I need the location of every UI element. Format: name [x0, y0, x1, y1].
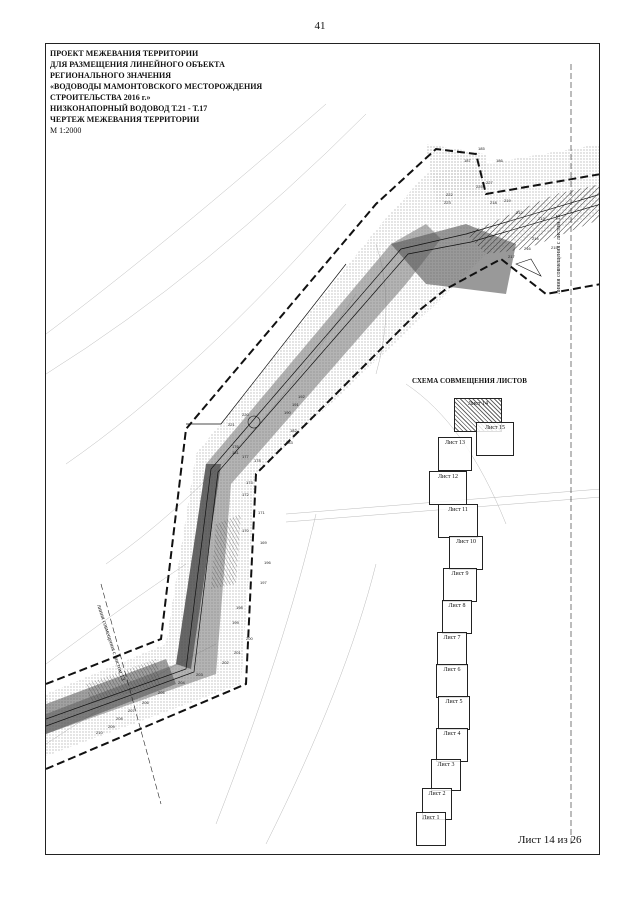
point-label: 227 — [486, 180, 493, 185]
scheme-sheet-10: Лист 10 — [449, 536, 483, 570]
point-label: 187 — [464, 158, 471, 163]
sheet-scheme-title: СХЕМА СОВМЕЩЕНИЯ ЛИСТОВ — [412, 377, 527, 385]
point-label: 198 — [236, 605, 243, 610]
point-label: 203 — [196, 672, 203, 677]
point-label: 190 — [284, 410, 291, 415]
point-label: 215 — [551, 245, 558, 250]
point-label: 177 — [242, 454, 249, 459]
scheme-sheet-4: Лист 4 — [436, 728, 468, 762]
point-label: 202 — [222, 660, 229, 665]
title-line: ЧЕРТЕЖ МЕЖЕВАНИЯ ТЕРРИТОРИИ — [50, 115, 200, 124]
corridor-dotted-area — [46, 144, 599, 756]
point-label: 216 — [524, 246, 531, 251]
point-label: 196 — [264, 560, 271, 565]
point-label: 217 — [508, 254, 515, 259]
point-label: 170 — [242, 528, 249, 533]
match-line-label-right: линия совмещения с листом 15 — [556, 214, 562, 294]
title-line: ДЛЯ РАЗМЕЩЕНИЯ ЛИНЕЙНОГО ОБЪЕКТА — [50, 60, 225, 69]
point-label: 181 — [232, 450, 239, 455]
point-label: 186 — [496, 158, 503, 163]
map-scale: М 1:2000 — [50, 126, 82, 135]
point-label: 197 — [260, 580, 267, 585]
point-label: 210 — [96, 730, 103, 735]
point-label: 221 — [228, 422, 235, 427]
point-label: 207 — [128, 708, 135, 713]
point-label: 204 — [178, 680, 185, 685]
title-line: «ВОДОВОДЫ МАМОНТОВСКОГО МЕСТОРОЖДЕНИЯ — [50, 82, 263, 91]
scheme-sheet-6: Лист 6 — [436, 664, 468, 698]
scheme-sheet-13: Лист 13 — [438, 437, 472, 471]
point-label: 200 — [246, 636, 253, 641]
title-line: ПРОЕКТ МЕЖЕВАНИЯ ТЕРРИТОРИИ — [50, 49, 199, 58]
scheme-sheet-5: Лист 5 — [438, 696, 470, 730]
point-label: 212 — [516, 210, 523, 215]
point-label: 201 — [234, 650, 241, 655]
point-label: 219 — [504, 198, 511, 203]
scheme-sheet-3: Лист 3 — [431, 759, 461, 791]
point-label: 172 — [242, 492, 249, 497]
point-label: 223 — [444, 200, 451, 205]
boundary-dashed — [46, 147, 599, 770]
scheme-sheet-9: Лист 9 — [443, 568, 477, 602]
point-label: 214 — [532, 236, 539, 241]
scheme-sheet-12: Лист 12 — [429, 471, 467, 505]
point-label: 222 — [446, 192, 453, 197]
point-label: 182 — [290, 428, 297, 433]
scheme-sheet-8: Лист 8 — [442, 600, 472, 634]
title-line: РЕГИОНАЛЬНОГО ЗНАЧЕНИЯ — [50, 71, 172, 80]
hatched-parcels — [86, 144, 599, 704]
title-line: НИЗКОНАПОРНЫЙ ВОДОВОД Т.21 - Т.17 — [50, 104, 208, 113]
pipeline-lines — [46, 194, 599, 727]
point-label: 192 — [298, 394, 305, 399]
point-label: 208 — [116, 716, 123, 721]
point-label: 176 — [232, 444, 239, 449]
point-label: 206 — [142, 700, 149, 705]
scheme-sheet-15: Лист 15 — [476, 422, 514, 456]
point-label: 169 — [260, 540, 267, 545]
scheme-sheet-1: Лист 1 — [416, 812, 446, 846]
point-label: 178 — [254, 458, 261, 463]
point-label: 218 — [490, 200, 497, 205]
point-label: 225 — [476, 184, 483, 189]
point-label: 183 — [286, 440, 293, 445]
scheme-sheet-11: Лист 11 — [438, 504, 478, 538]
sheet-number-label: Лист 14 из 26 — [518, 834, 582, 846]
point-label: 213 — [538, 216, 545, 221]
point-label: 173 — [246, 480, 253, 485]
scheme-sheet-7: Лист 7 — [437, 632, 467, 666]
title-line: СТРОИТЕЛЬСТВА 2016 г.» — [50, 93, 151, 102]
point-label: 205 — [158, 690, 165, 695]
title-block: ПРОЕКТ МЕЖЕВАНИЯ ТЕРРИТОРИИ ДЛЯ РАЗМЕЩЕН… — [50, 48, 262, 136]
point-label: 185 — [478, 146, 485, 151]
point-label: 209 — [108, 724, 115, 729]
point-label: 191 — [292, 402, 299, 407]
point-label: 171 — [258, 510, 265, 515]
point-label: 199 — [232, 620, 239, 625]
page-number: 41 — [314, 20, 326, 32]
point-label: 220 — [242, 412, 249, 417]
